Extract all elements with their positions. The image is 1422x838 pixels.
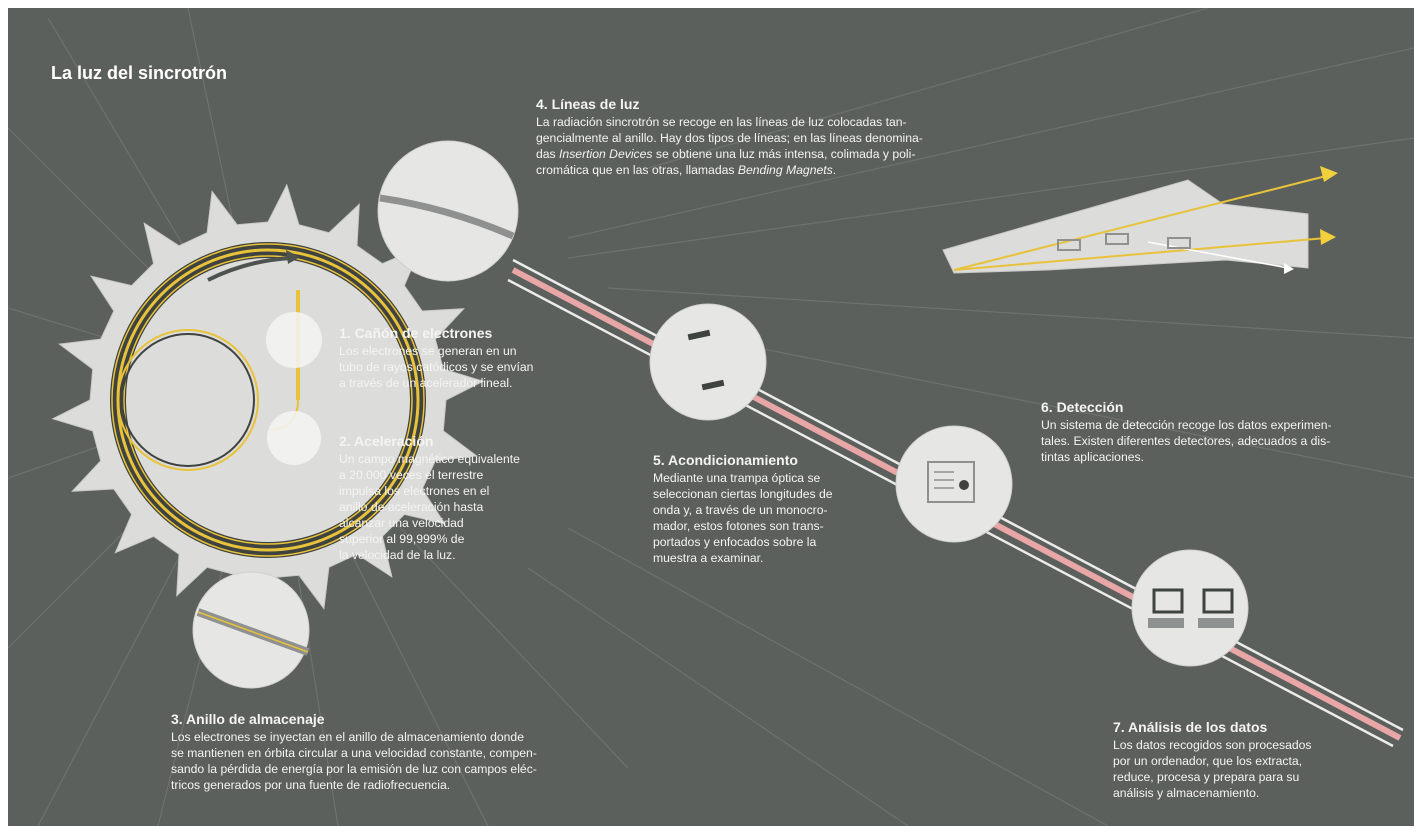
electron-gun-highlight (266, 312, 322, 368)
step-3-line: sando la pérdida de energía por la emisi… (171, 762, 537, 776)
step-5-line: muestra a examinar. (653, 551, 764, 565)
step-3-line: Los electrones se inyectan en el anillo … (171, 730, 524, 744)
step-7-line: reduce, procesa y prepara para su (1113, 770, 1300, 784)
zoom-light-lines (377, 140, 519, 282)
step-1-line: a través de un acelerador lineal. (339, 376, 513, 390)
step-7-data-analysis: 7. Análisis de los datos Los datos recog… (1113, 719, 1312, 801)
experimental-hall (942, 166, 1338, 274)
step-1-electron-gun: 1. Cañón de electrones Los electrones se… (339, 325, 533, 391)
step-5-title: 5. Acondicionamiento (653, 452, 798, 468)
zoom-storage-ring (192, 571, 310, 689)
step-2-line: alcanzar una velocidad (339, 516, 464, 530)
step-4-line: La radiación sincrotrón se recoge en las… (536, 115, 907, 129)
step-2-line: a 20.000 veces el terrestre (339, 468, 484, 482)
step-5-conditioning: 5. Acondicionamiento Mediante una trampa… (653, 452, 833, 566)
beam-arrow-upper (953, 174, 1331, 271)
zoom-data-analysis (1131, 549, 1249, 667)
step-5-line: portados y enfocados sobre la (653, 535, 817, 549)
step-4-light-lines: 4. Líneas de luz La radiación sincrotrón… (536, 96, 923, 178)
step-7-line: análisis y almacenamiento. (1113, 786, 1260, 800)
step-4-line: das Insertion Devices se obtiene una luz… (536, 147, 916, 161)
step-2-line: impulsa los electrones en el (339, 484, 490, 498)
page-title: La luz del sincrotrón (51, 63, 228, 83)
step-1-line: Los electrones se generan en un (339, 344, 517, 358)
synchrotron-illustration (8, 8, 1414, 826)
step-4-line: gencialmente al anillo. Hay dos tipos de… (536, 131, 923, 145)
step-7-line: Los datos recogidos son procesados (1113, 738, 1312, 752)
step-6-line: tales. Existen diferentes detectores, ad… (1041, 434, 1331, 448)
step-1-title: 1. Cañón de electrones (339, 325, 493, 341)
step-6-line: tintas aplicaciones. (1041, 450, 1144, 464)
step-2-acceleration: 2. Aceleración Un campo magnético equiva… (339, 433, 520, 563)
step-6-line: Un sistema de detección recoge los datos… (1041, 418, 1332, 432)
step-3-line: se mantienen en órbita circular a una ve… (171, 746, 537, 760)
step-3-line: tricos generados por una fuente de radio… (171, 778, 451, 792)
booster-ring (117, 329, 259, 471)
step-6-detection: 6. Detección Un sistema de detección rec… (1041, 399, 1332, 465)
step-4-line: cromática que en las otras, llamadas Ben… (536, 163, 837, 177)
step-4-title: 4. Líneas de luz (536, 96, 640, 112)
step-5-line: Mediante una trampa óptica se (653, 471, 821, 485)
step-3-storage-ring: 3. Anillo de almacenaje Los electrones s… (171, 711, 537, 793)
step-5-line: seleccionan ciertas longitudes de (653, 487, 833, 501)
rotation-arrow (207, 256, 294, 282)
step-2-line: superior al 99,999% de (339, 532, 465, 546)
step-2-title: 2. Aceleración (339, 433, 434, 449)
step-3-title: 3. Anillo de almacenaje (171, 711, 325, 727)
step-2-line: Un campo magnético equivalente (339, 452, 520, 466)
step-2-line: la velocidad de la luz. (339, 548, 456, 562)
acceleration-highlight (267, 411, 321, 465)
step-5-line: onda y, a través de un monocro- (653, 503, 828, 517)
infographic-canvas: La luz del sincrotrón 1. Cañón de electr… (8, 8, 1414, 826)
step-5-line: mador, estos fotones son trans- (653, 519, 824, 533)
step-6-title: 6. Detección (1041, 399, 1124, 415)
step-7-title: 7. Análisis de los datos (1113, 719, 1268, 735)
beam-arrow-lower (953, 237, 1327, 271)
step-1-line: tubo de rayos catódicos y se envían (339, 360, 534, 374)
zoom-detection (895, 425, 1013, 543)
step-2-line: anillo de aceleración hasta (339, 500, 484, 514)
step-7-line: por un ordenador, que los extracta, (1113, 754, 1303, 768)
zoom-conditioning (649, 303, 767, 421)
